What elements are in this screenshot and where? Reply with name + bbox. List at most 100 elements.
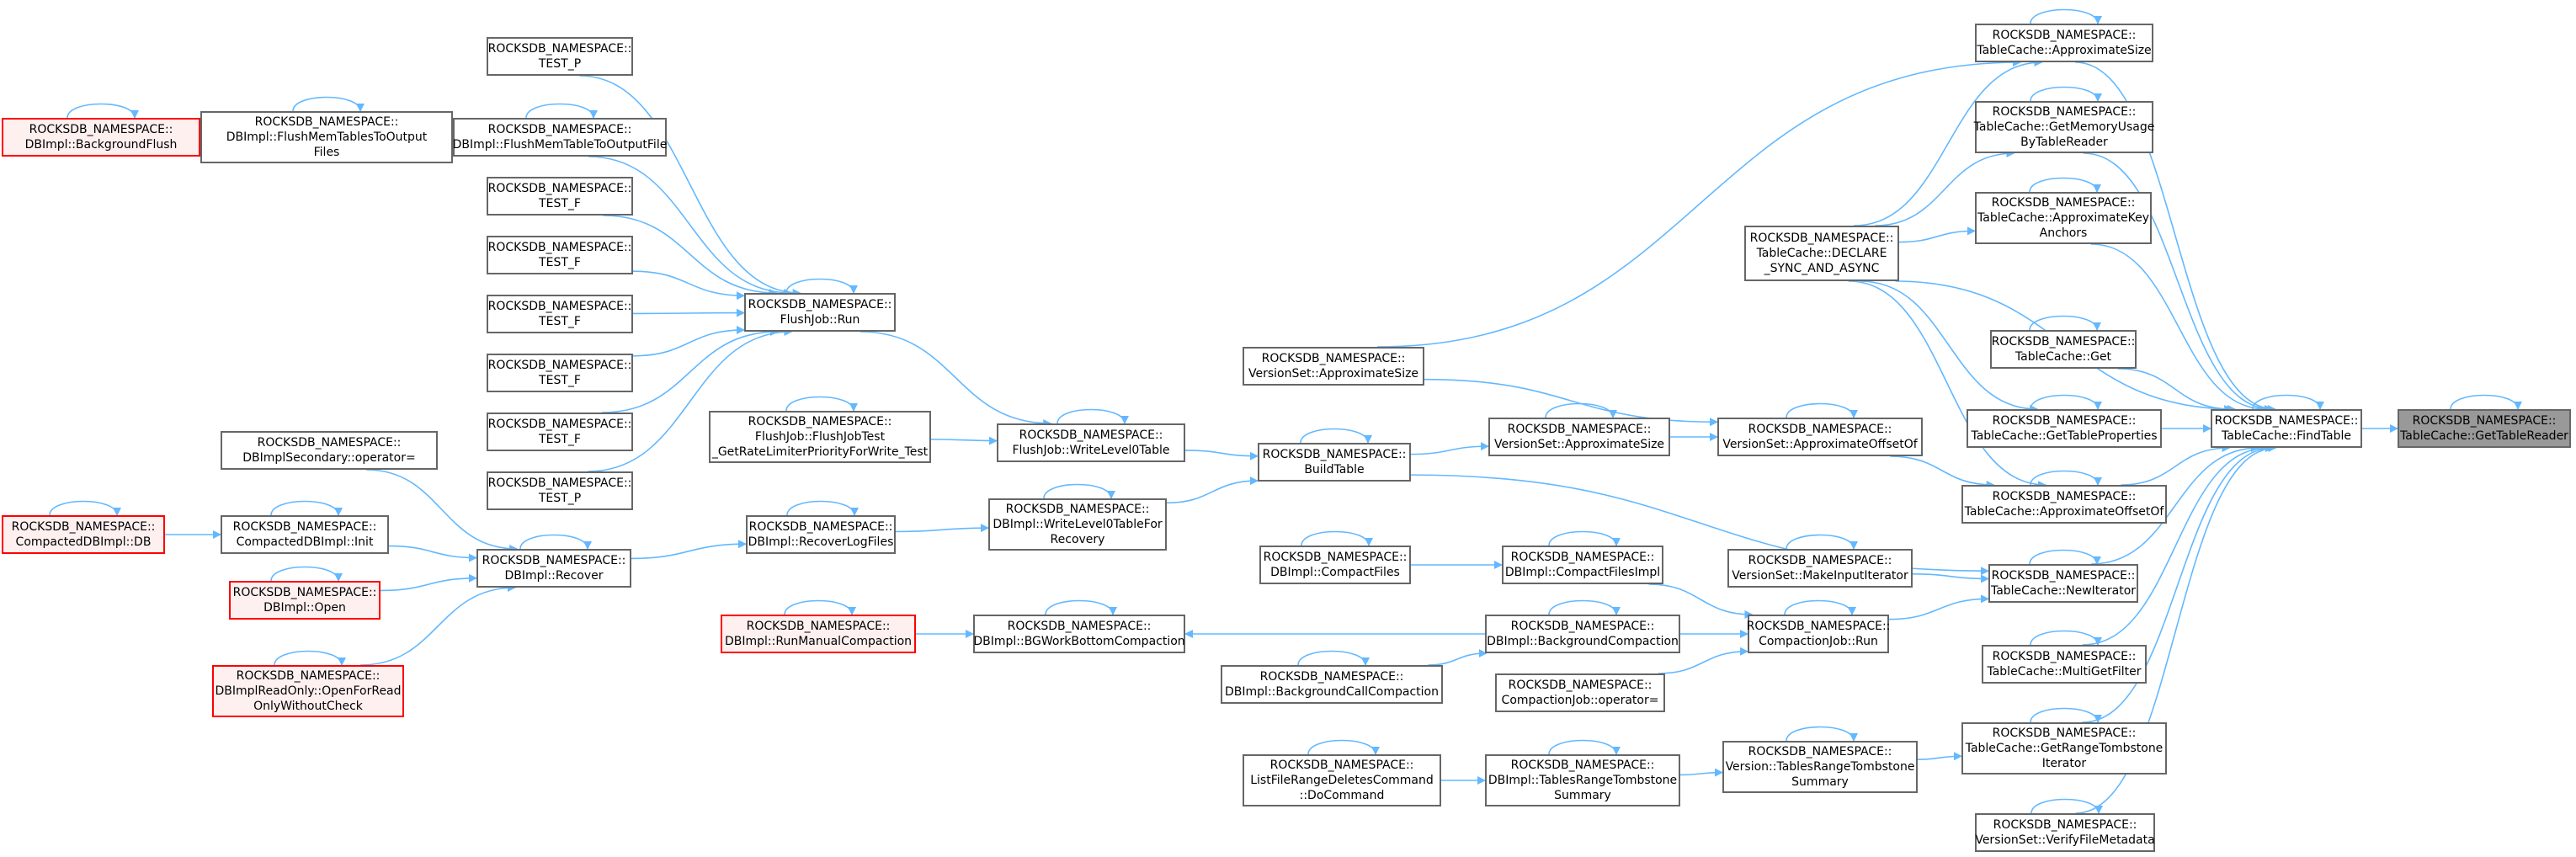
node-tcgettablereader[interactable]: ROCKSDB_NAMESPACE::TableCache::GetTableR… (2398, 409, 2571, 448)
node-vsverify[interactable]: ROCKSDB_NAMESPACE::VersionSet::VerifyFil… (1975, 813, 2155, 852)
node-label-line: DBImpl::CompactFiles (1270, 566, 1400, 579)
edge-vtablesrange-to-tcgetrange (1917, 752, 1962, 761)
self-loop-compactionrun (1784, 599, 1856, 615)
node-label-line: DBImpl::BGWorkBottomCompaction (973, 635, 1185, 648)
node-label-line: ::DoCommand (1299, 789, 1385, 802)
self-loop-vsverify (2030, 798, 2103, 814)
node-compactionop[interactable]: ROCKSDB_NAMESPACE::CompactionJob::operat… (1495, 673, 1665, 712)
node-tcgetprops[interactable]: ROCKSDB_NAMESPACE::TableCache::GetTableP… (1967, 409, 2162, 448)
node-dbsecondary[interactable]: ROCKSDB_NAMESPACE::DBImplSecondary::oper… (221, 431, 438, 470)
node-tcapproxkey[interactable]: ROCKSDB_NAMESPACE::TableCache::Approxima… (1975, 192, 2152, 244)
edge-flushmemtable-to-flushjobrun (588, 156, 792, 297)
node-runmanual[interactable]: ROCKSDB_NAMESPACE::DBImpl::RunManualComp… (721, 615, 916, 653)
node-label-line: Recovery (1050, 533, 1105, 546)
node-tablesrange[interactable]: ROCKSDB_NAMESPACE::DBImpl::TablesRangeTo… (1485, 754, 1680, 806)
node-bgcallcompaction[interactable]: ROCKSDB_NAMESPACE::DBImpl::BackgroundCal… (1221, 665, 1443, 704)
node-label-line: TEST_F (539, 433, 581, 446)
node-label-line: DBImpl::BackgroundCompaction (1487, 635, 1679, 648)
node-label-line: ROCKSDB_NAMESPACE:: (1992, 105, 2137, 119)
self-loop-bgworkbottom (1045, 599, 1117, 615)
edge-testf4-to-flushjobrun (632, 325, 745, 357)
node-flushjobrun[interactable]: ROCKSDB_NAMESPACE::FlushJob::Run (744, 293, 896, 332)
node-label-line: DBImpl::BackgroundFlush (24, 138, 178, 152)
node-testf3[interactable]: ROCKSDB_NAMESPACE::TEST_F (487, 295, 633, 333)
node-label-line: ROCKSDB_NAMESPACE:: (482, 554, 626, 567)
node-label-line: ROCKSDB_NAMESPACE:: (1992, 727, 2137, 740)
node-label-line: ROCKSDB_NAMESPACE:: (1992, 650, 2137, 663)
node-label-line: TableCache::GetTableProperties (1971, 429, 2158, 443)
node-writelevel0[interactable]: ROCKSDB_NAMESPACE::FlushJob::WriteLevel0… (997, 423, 1185, 462)
node-label-line: Summary (1791, 775, 1849, 789)
node-label-line: ListFileRangeDeletesCommand (1250, 774, 1434, 787)
node-testf2[interactable]: ROCKSDB_NAMESPACE::TEST_F (487, 236, 633, 274)
node-testf4[interactable]: ROCKSDB_NAMESPACE::TEST_F (487, 354, 633, 392)
node-bgworkbottom[interactable]: ROCKSDB_NAMESPACE::DBImpl::BGWorkBottomC… (973, 615, 1185, 653)
node-testp2[interactable]: ROCKSDB_NAMESPACE::TEST_P (487, 471, 633, 510)
node-label-line: ROCKSDB_NAMESPACE:: (1748, 554, 1892, 567)
node-label-line: TableCache::DECLARE (1756, 247, 1887, 260)
node-dbopen[interactable]: ROCKSDB_NAMESPACE::DBImpl::Open (229, 581, 381, 620)
node-label-line: DBImpl::RecoverLogFiles (748, 535, 894, 549)
self-loop-compacteddb (49, 500, 121, 516)
node-buildtable[interactable]: ROCKSDB_NAMESPACE::BuildTable (1258, 443, 1411, 482)
node-label-line: ROCKSDB_NAMESPACE:: (1262, 448, 1407, 461)
node-tcfindtable[interactable]: ROCKSDB_NAMESPACE::TableCache::FindTable (2211, 409, 2362, 448)
node-compactfilesimpl[interactable]: ROCKSDB_NAMESPACE::DBImpl::CompactFilesI… (1502, 546, 1663, 584)
node-tcgetmem[interactable]: ROCKSDB_NAMESPACE::TableCache::GetMemory… (1974, 101, 2154, 153)
node-vsmakeinput[interactable]: ROCKSDB_NAMESPACE::VersionSet::MakeInput… (1727, 549, 1913, 588)
self-loop-tcgetrange (2030, 707, 2102, 723)
edge-testf3-to-flushjobrun (632, 308, 745, 317)
edge-tablesrange-to-vtablesrange (1679, 768, 1723, 777)
edge-tcdeclare-to-tcapproxkey (1898, 226, 1976, 243)
node-recover[interactable]: ROCKSDB_NAMESPACE::DBImpl::Recover (476, 549, 631, 588)
node-label-line: TableCache::NewIterator (1990, 584, 2137, 598)
node-label-line: DBImplSecondary::operator= (242, 451, 416, 465)
edge-writelevel0recovery-to-buildtable (1166, 476, 1259, 504)
node-bgcompaction[interactable]: ROCKSDB_NAMESPACE::DBImpl::BackgroundCom… (1485, 615, 1680, 653)
node-testp1[interactable]: ROCKSDB_NAMESPACE::TEST_P (487, 37, 633, 76)
node-tcget[interactable]: ROCKSDB_NAMESPACE::TableCache::Get (1990, 330, 2137, 369)
node-flushmemtables[interactable]: ROCKSDB_NAMESPACE::DBImpl::FlushMemTable… (200, 111, 453, 163)
self-loop-vtablesrange (1786, 726, 1858, 742)
edge-bgcallcompaction-to-bgcompaction (1428, 649, 1488, 666)
node-writelevel0recovery[interactable]: ROCKSDB_NAMESPACE::DBImpl::WriteLevel0Ta… (988, 498, 1167, 551)
node-vsapproxsize1[interactable]: ROCKSDB_NAMESPACE::VersionSet::Approxima… (1243, 347, 1424, 386)
edge-openforread-to-recover (359, 583, 516, 666)
node-label-line: ROCKSDB_NAMESPACE:: (232, 520, 377, 534)
node-label-line: ROCKSDB_NAMESPACE:: (1507, 423, 1652, 436)
node-flushmemtable[interactable]: ROCKSDB_NAMESPACE::DBImpl::FlushMemTable… (453, 118, 667, 157)
node-tcgetrange[interactable]: ROCKSDB_NAMESPACE::TableCache::GetRangeT… (1961, 722, 2167, 774)
edge-vsapproxoffset-to-tcapproxoffset (1890, 455, 1995, 489)
node-compactfiles[interactable]: ROCKSDB_NAMESPACE::DBImpl::CompactFiles (1259, 546, 1411, 584)
node-vsapproxoffset[interactable]: ROCKSDB_NAMESPACE::VersionSet::Approxima… (1717, 418, 1923, 456)
node-compactionrun[interactable]: ROCKSDB_NAMESPACE::CompactionJob::Run (1747, 615, 1890, 653)
node-openforread[interactable]: ROCKSDB_NAMESPACE::DBImplReadOnly::OpenF… (212, 665, 404, 717)
node-testf5[interactable]: ROCKSDB_NAMESPACE::TEST_F (487, 413, 633, 451)
self-loop-flushmemtable (525, 103, 598, 119)
node-tcmultiget[interactable]: ROCKSDB_NAMESPACE::TableCache::MultiGetF… (1982, 645, 2147, 684)
node-label-line: ROCKSDB_NAMESPACE:: (1748, 745, 1892, 759)
node-bgflush[interactable]: ROCKSDB_NAMESPACE::DBImpl::BackgroundFlu… (2, 118, 200, 157)
node-tcnewiter[interactable]: ROCKSDB_NAMESPACE::TableCache::NewIterat… (1988, 564, 2138, 603)
node-compacteddb[interactable]: ROCKSDB_NAMESPACE::CompactedDBImpl::DB (2, 515, 165, 554)
node-flushjobtest[interactable]: ROCKSDB_NAMESPACE::FlushJob::FlushJobTes… (709, 411, 931, 463)
edge-vsmakeinput-to-tcnewiter (1912, 573, 1989, 583)
node-label-line: CompactionJob::operator= (1501, 694, 1659, 707)
node-tcdeclare[interactable]: ROCKSDB_NAMESPACE::TableCache::DECLARE_S… (1744, 226, 1899, 281)
node-testf1[interactable]: ROCKSDB_NAMESPACE::TEST_F (487, 177, 633, 216)
edge-dbopen-to-recover (380, 573, 477, 592)
node-recoverlog[interactable]: ROCKSDB_NAMESPACE::DBImpl::RecoverLogFil… (746, 515, 896, 554)
node-label-line: Summary (1554, 789, 1611, 802)
node-label-line: DBImplReadOnly::OpenForRead (215, 684, 402, 698)
node-vsapproxsize2[interactable]: ROCKSDB_NAMESPACE::VersionSet::Approxima… (1488, 418, 1670, 456)
self-loop-compactfilesimpl (1548, 530, 1621, 546)
node-label-line: ROCKSDB_NAMESPACE:: (748, 415, 892, 428)
node-tcapproxoffset[interactable]: ROCKSDB_NAMESPACE::TableCache::Approxima… (1961, 485, 2167, 524)
node-label-line: DBImpl::FlushMemTablesToOutput (226, 130, 428, 144)
node-label-line: DBImpl::WriteLevel0TableFor (993, 518, 1163, 531)
node-listfilerange[interactable]: ROCKSDB_NAMESPACE::ListFileRangeDeletesC… (1243, 754, 1441, 806)
node-compactedinit[interactable]: ROCKSDB_NAMESPACE::CompactedDBImpl::Init (221, 515, 389, 554)
node-vtablesrange[interactable]: ROCKSDB_NAMESPACE::Version::TablesRangeT… (1722, 741, 1918, 793)
node-tcapproxsize[interactable]: ROCKSDB_NAMESPACE::TableCache::Approxima… (1975, 24, 2153, 62)
node-label-line: ROCKSDB_NAMESPACE:: (1261, 352, 1406, 365)
